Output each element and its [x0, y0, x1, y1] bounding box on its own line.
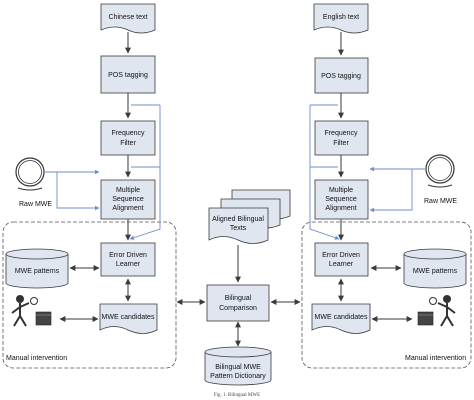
svg-text:Sequence: Sequence — [112, 196, 144, 203]
right-manual-icon — [417, 295, 456, 327]
right-english-text-doc: English text — [313, 3, 369, 34]
right-pos-tagging-box: POS tagging — [314, 57, 369, 94]
svg-text:MWE candidates: MWE candidates — [102, 314, 155, 321]
left-learning-group — [2, 221, 177, 369]
right-raw-mwe-icon — [425, 154, 455, 188]
svg-text:Learner: Learner — [329, 261, 354, 268]
svg-text:MWE patterns: MWE patterns — [15, 268, 60, 275]
svg-text:Texts: Texts — [230, 225, 247, 232]
aligned-bilingual-texts-doc: Aligned Bilingual Texts — [208, 189, 291, 244]
bilingual-comparison-box: Bilingual Comparison — [206, 284, 270, 322]
left-mwe-patterns-db: MWE patterns — [5, 248, 69, 289]
left-manual-icon — [11, 295, 52, 327]
svg-text:Aligned Bilingual: Aligned Bilingual — [212, 216, 264, 223]
svg-text:Pattern Dictionary: Pattern Dictionary — [210, 373, 266, 380]
blue-left-feedback-edl — [129, 105, 161, 240]
svg-text:POS tagging: POS tagging — [108, 72, 148, 79]
svg-text:Filter: Filter — [120, 140, 136, 147]
svg-text:Filter: Filter — [333, 140, 349, 147]
blue-right-raw-to-msa-lower — [369, 169, 413, 213]
svg-text:English text: English text — [323, 14, 359, 21]
svg-text:Comparison: Comparison — [219, 305, 257, 312]
left-error-driven-learner-box: Error Driven Learner — [100, 242, 156, 277]
left-msa-box: Multiple Sequence Alignment — [100, 179, 156, 220]
svg-text:Multiple: Multiple — [329, 187, 353, 194]
left-raw-mwe-label: Raw MWE — [19, 201, 52, 208]
left-pos-tagging-box: POS tagging — [100, 55, 156, 94]
svg-text:Sequence: Sequence — [325, 196, 357, 203]
svg-text:Error Driven: Error Driven — [109, 252, 147, 259]
svg-text:Frequency: Frequency — [111, 130, 145, 137]
left-frequency-filter-box: Frequency Filter — [100, 120, 156, 156]
svg-text:Error Driven: Error Driven — [322, 252, 360, 259]
figure-caption: Fig. 1. Bilingual MWE — [214, 393, 260, 398]
right-learning-group — [301, 221, 472, 369]
svg-text:Bilingual MWE: Bilingual MWE — [215, 364, 261, 371]
left-mwe-candidates-doc: MWE candidates — [99, 303, 158, 334]
svg-text:POS tagging: POS tagging — [321, 73, 361, 80]
bilingual-mwe-pattern-dictionary-db: Bilingual MWE Pattern Dictionary — [204, 346, 272, 386]
left-manual-label: Manual intervention — [6, 355, 67, 362]
left-chinese-text-doc: Chinese text — [100, 3, 156, 34]
svg-text:Alignment: Alignment — [325, 205, 356, 212]
svg-text:Multiple: Multiple — [116, 187, 140, 194]
svg-text:MWE patterns: MWE patterns — [413, 268, 458, 275]
right-msa-box: Multiple Sequence Alignment — [314, 179, 369, 220]
right-raw-mwe-label: Raw MWE — [424, 198, 457, 205]
right-manual-label: Manual intervention — [405, 355, 466, 362]
svg-text:Bilingual: Bilingual — [225, 295, 252, 302]
svg-text:MWE candidates: MWE candidates — [315, 314, 368, 321]
left-raw-mwe-icon — [15, 157, 45, 191]
svg-text:Frequency: Frequency — [324, 130, 358, 137]
right-error-driven-learner-box: Error Driven Learner — [314, 242, 369, 277]
right-mwe-patterns-db: MWE patterns — [403, 248, 467, 289]
right-mwe-candidates-doc: MWE candidates — [311, 303, 371, 334]
svg-text:Alignment: Alignment — [112, 205, 143, 212]
right-frequency-filter-box: Frequency Filter — [314, 120, 369, 156]
svg-text:Learner: Learner — [116, 261, 141, 268]
blue-right-feedback-edl — [309, 105, 340, 240]
blue-left-raw-to-msa-lower — [56, 172, 100, 211]
svg-text:Chinese text: Chinese text — [109, 14, 148, 21]
